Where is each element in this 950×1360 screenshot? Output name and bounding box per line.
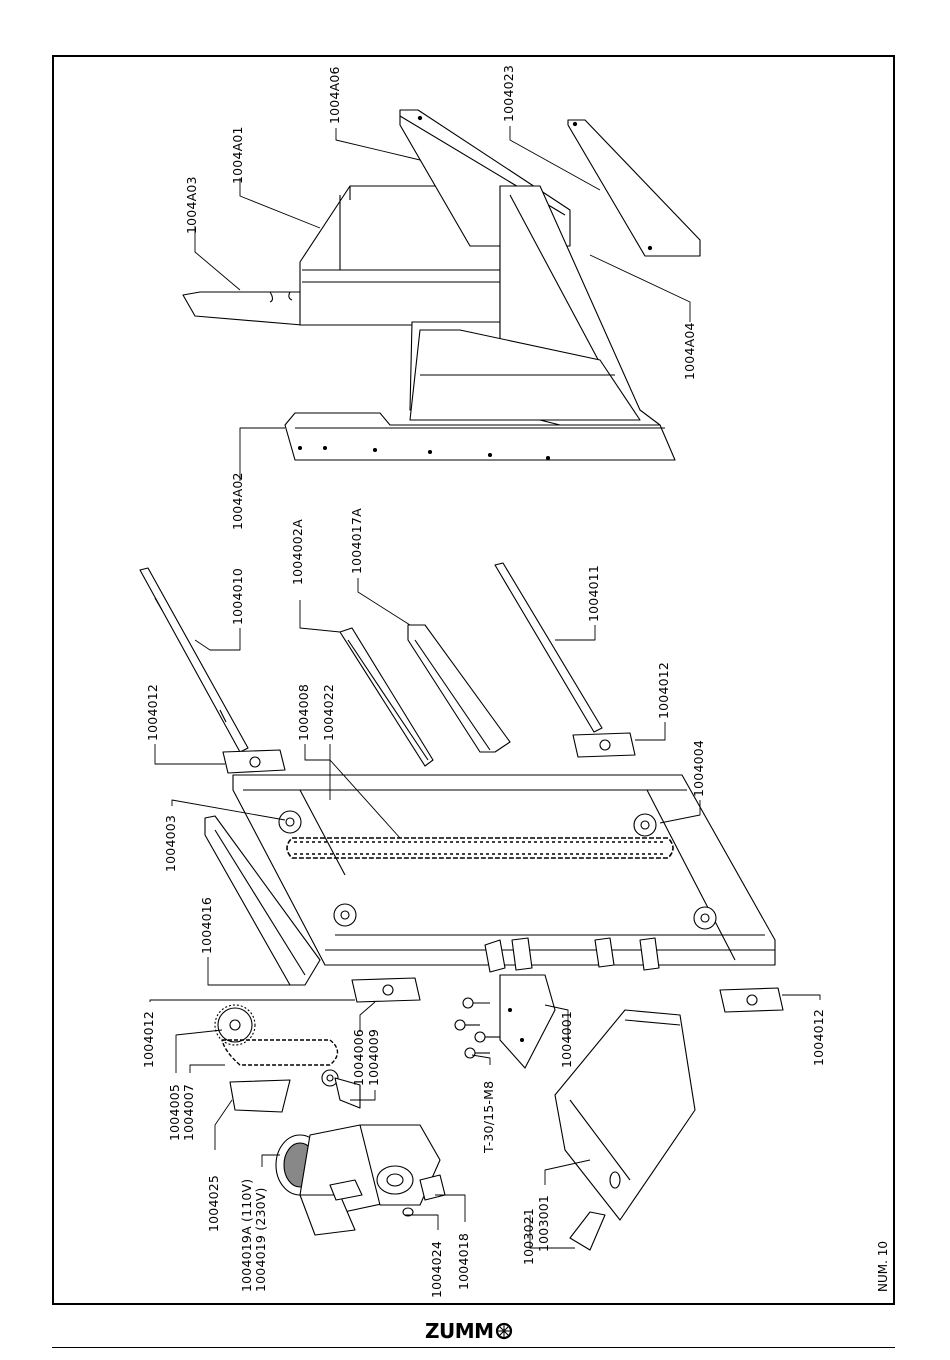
drive-sprocket-1004005 [215,1005,255,1045]
page-number: NUM. 10 [876,1241,890,1292]
callout-1004009: 1004009 [367,1029,381,1086]
footer-rule [52,1347,895,1348]
callout-1004006: 1004006 [352,1029,366,1086]
callout-1003001: 1003001 [537,1195,551,1252]
callout-1004012-bottom-left: 1004012 [142,1011,156,1068]
callout-1004019: 1004019 (230V) [254,1187,268,1292]
callout-1004A01: 1004A01 [231,126,245,184]
callout-1003021: 1003021 [522,1208,536,1265]
callout-1004005: 1004005 [168,1084,182,1141]
panel-1004023 [568,120,700,256]
callout-1004019A: 1004019A (110V) [240,1179,254,1292]
callout-1004022: 1004022 [322,684,336,741]
callout-1004010: 1004010 [231,568,245,625]
callout-1004001: 1004001 [560,1011,574,1068]
callout-1004A04: 1004A04 [683,322,697,380]
callout-1004025: 1004025 [207,1175,221,1232]
callout-1004003: 1004003 [164,815,178,872]
bearing-block-top-left [223,750,285,773]
cover-panel-1004A03 [183,292,302,325]
vibration-mounts-T30 [455,998,500,1058]
guard-cover-1003001 [555,1010,695,1220]
callout-1004017A: 1004017A [350,508,364,574]
mount-plate-1004001 [500,975,555,1068]
callout-1004008: 1004008 [297,684,311,741]
callout-1004012-bottom-right: 1004012 [812,1009,826,1066]
rail-1004017A [408,625,510,752]
callout-1004A02: 1004A02 [231,472,245,530]
drive-chain-1004007 [222,1040,338,1065]
callout-1004004: 1004004 [692,740,706,797]
bracket-1003021 [570,1212,605,1250]
bearing-block-bottom-right [720,988,783,1012]
callout-1004A03: 1004A03 [185,176,199,234]
callout-1004011: 1004011 [587,565,601,622]
callout-1004A06: 1004A06 [328,66,342,124]
callout-1004018: 1004018 [457,1233,471,1290]
bearing-block-bottom-left [352,978,420,1002]
guard-1004025 [230,1080,290,1112]
bearing-block-top-right [573,733,635,757]
gear-motor-1004019 [276,1125,445,1235]
callout-1004023: 1004023 [502,65,516,122]
callout-1004012-top-left: 1004012 [146,684,160,741]
citrus-slice-icon [495,1322,513,1340]
brand-name: ZUMM [425,1319,494,1343]
callout-1004024: 1004024 [430,1241,444,1298]
callout-1004012-top-right: 1004012 [657,662,671,719]
callout-1004002A: 1004002A [291,519,305,585]
callout-1004007: 1004007 [182,1084,196,1141]
brand-logo: ZUMM [425,1320,513,1342]
callout-1004016: 1004016 [200,897,214,954]
callout-T-30-15-M8: T-30/15-M8 [482,1081,496,1153]
